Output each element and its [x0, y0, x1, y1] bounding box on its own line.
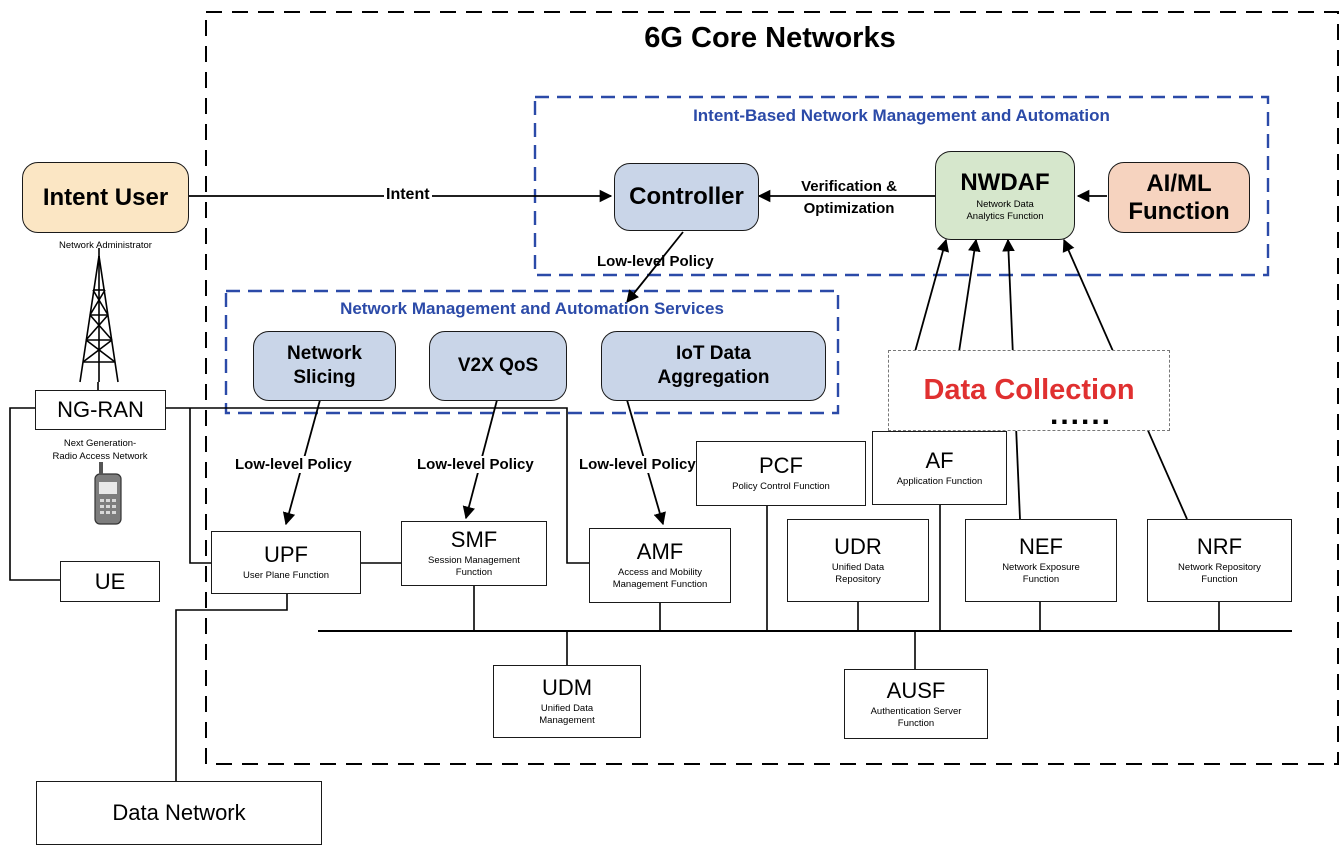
controller-box: Controller [614, 163, 759, 231]
upf-box: UPF User Plane Function [211, 531, 361, 594]
ausf-sub-1: Authentication Server [870, 705, 962, 717]
iot-line-1: IoT Data [676, 343, 751, 364]
amf-sub-1: Access and Mobility [618, 567, 702, 578]
service-network-slicing: Network Slicing [253, 331, 396, 401]
service-iot-aggregation: IoT Data Aggregation [601, 331, 826, 401]
policy-label-top: Low-level Policy [597, 253, 714, 270]
policy-label-smf: Low-level Policy [417, 456, 534, 473]
udr-sub-1: Unified Data [831, 562, 885, 573]
udm-sub-2: Management [539, 715, 595, 726]
nrf-sub-2: Function [1201, 574, 1238, 585]
smf-sub-2: Function [455, 567, 493, 578]
ausf-label: AUSF [886, 677, 946, 703]
pcf-box: PCF Policy Control Function [696, 441, 866, 506]
nef-box: NEF Network Exposure Function [965, 519, 1117, 602]
policy-label-amf: Low-level Policy [579, 456, 696, 473]
pcf-label: PCF [759, 453, 803, 478]
service-v2x-qos: V2X QoS [429, 331, 567, 401]
af-label: AF [925, 447, 954, 473]
policy-label-upf: Low-level Policy [235, 456, 352, 473]
intent-label: Intent [384, 186, 432, 204]
nef-sub-2: Function [1022, 574, 1060, 585]
nrf-box: NRF Network Repository Function [1147, 519, 1292, 602]
data-network-box: Data Network [36, 781, 322, 845]
nwdaf-label: NWDAF [960, 168, 1050, 196]
nmas-group-boundary [224, 289, 840, 415]
upf-label: UPF [264, 542, 308, 567]
amf-box: AMF Access and Mobility Management Funct… [589, 528, 731, 603]
ue-box: UE [60, 561, 160, 602]
nwdaf-sub-2: Analytics Function [966, 210, 1044, 222]
verification-label: Verification & Optimization [765, 176, 933, 220]
policy-down-arrow [626, 231, 684, 303]
amf-label: AMF [636, 539, 684, 564]
udm-box: UDM Unified Data Management [493, 665, 641, 738]
core-network-boundary [205, 11, 1339, 765]
udr-sub-2: Repository [835, 574, 881, 585]
pcf-sub: Policy Control Function [732, 481, 830, 492]
udm-label: UDM [541, 675, 593, 700]
aiml-line-1: AI/ML [1146, 169, 1212, 197]
nrf-sub-1: Network Repository [1178, 562, 1261, 573]
aiml-line-2: Function [1128, 197, 1230, 225]
v2x-label: V2X QoS [457, 355, 539, 376]
nwdaf-sub-1: Network Data [976, 198, 1034, 210]
smf-sub-1: Session Management [428, 555, 520, 566]
ng-ran-sub: Next Generation- Radio Access Network [20, 437, 180, 463]
tower-icon [79, 248, 119, 383]
data-network-label: Data Network [112, 800, 246, 825]
verification-line-1: Verification & [801, 178, 897, 195]
nwdaf-box: NWDAF Network Data Analytics Function [935, 151, 1075, 240]
ue-label: UE [94, 568, 126, 594]
diagram-title: 6G Core Networks [644, 22, 896, 54]
udm-sub-1: Unified Data [540, 703, 594, 714]
bus-drops [473, 505, 1220, 669]
intent-user-sub: Network Administrator [59, 240, 152, 251]
verification-line-2: Optimization [803, 200, 895, 217]
phone-icon [94, 462, 122, 525]
intent-user-box: Intent User [22, 162, 189, 233]
ng-ran-box: NG-RAN [35, 390, 166, 430]
udr-label: UDR [834, 534, 882, 559]
ausf-sub-2: Function [897, 717, 935, 729]
controller-label: Controller [629, 183, 744, 210]
ibn-title: Intent-Based Network Management and Auto… [693, 106, 1110, 125]
upf-sub: User Plane Function [242, 570, 330, 581]
nmas-title: Network Management and Automation Servic… [340, 299, 724, 318]
aiml-box: AI/ML Function [1108, 162, 1250, 233]
nef-sub-1: Network Exposure [1002, 562, 1080, 573]
amf-sub-2: Management Function [612, 579, 708, 590]
ng-ran-label: NG-RAN [57, 397, 144, 422]
intent-user-label: Intent User [42, 183, 169, 211]
af-box: AF Application Function [872, 431, 1007, 505]
iot-line-2: Aggregation [657, 367, 770, 388]
ng-ran-sub-1: Next Generation- [63, 438, 137, 449]
smf-label: SMF [450, 527, 498, 552]
ran-links [9, 382, 589, 781]
ibn-group-boundary [533, 95, 1270, 277]
ng-ran-sub-2: Radio Access Network [52, 451, 148, 462]
nrf-label: NRF [1196, 534, 1243, 559]
af-sub: Application Function [896, 475, 983, 487]
udr-box: UDR Unified Data Repository [787, 519, 929, 602]
slicing-line-2: Slicing [293, 367, 356, 388]
ausf-box: AUSF Authentication Server Function [844, 669, 988, 739]
slicing-line-1: Network [287, 343, 362, 364]
nef-label: NEF [1019, 534, 1063, 559]
data-collection-box: Data Collection [888, 350, 1170, 431]
ellipsis: ...... [1050, 398, 1113, 431]
smf-box: SMF Session Management Function [401, 521, 547, 586]
